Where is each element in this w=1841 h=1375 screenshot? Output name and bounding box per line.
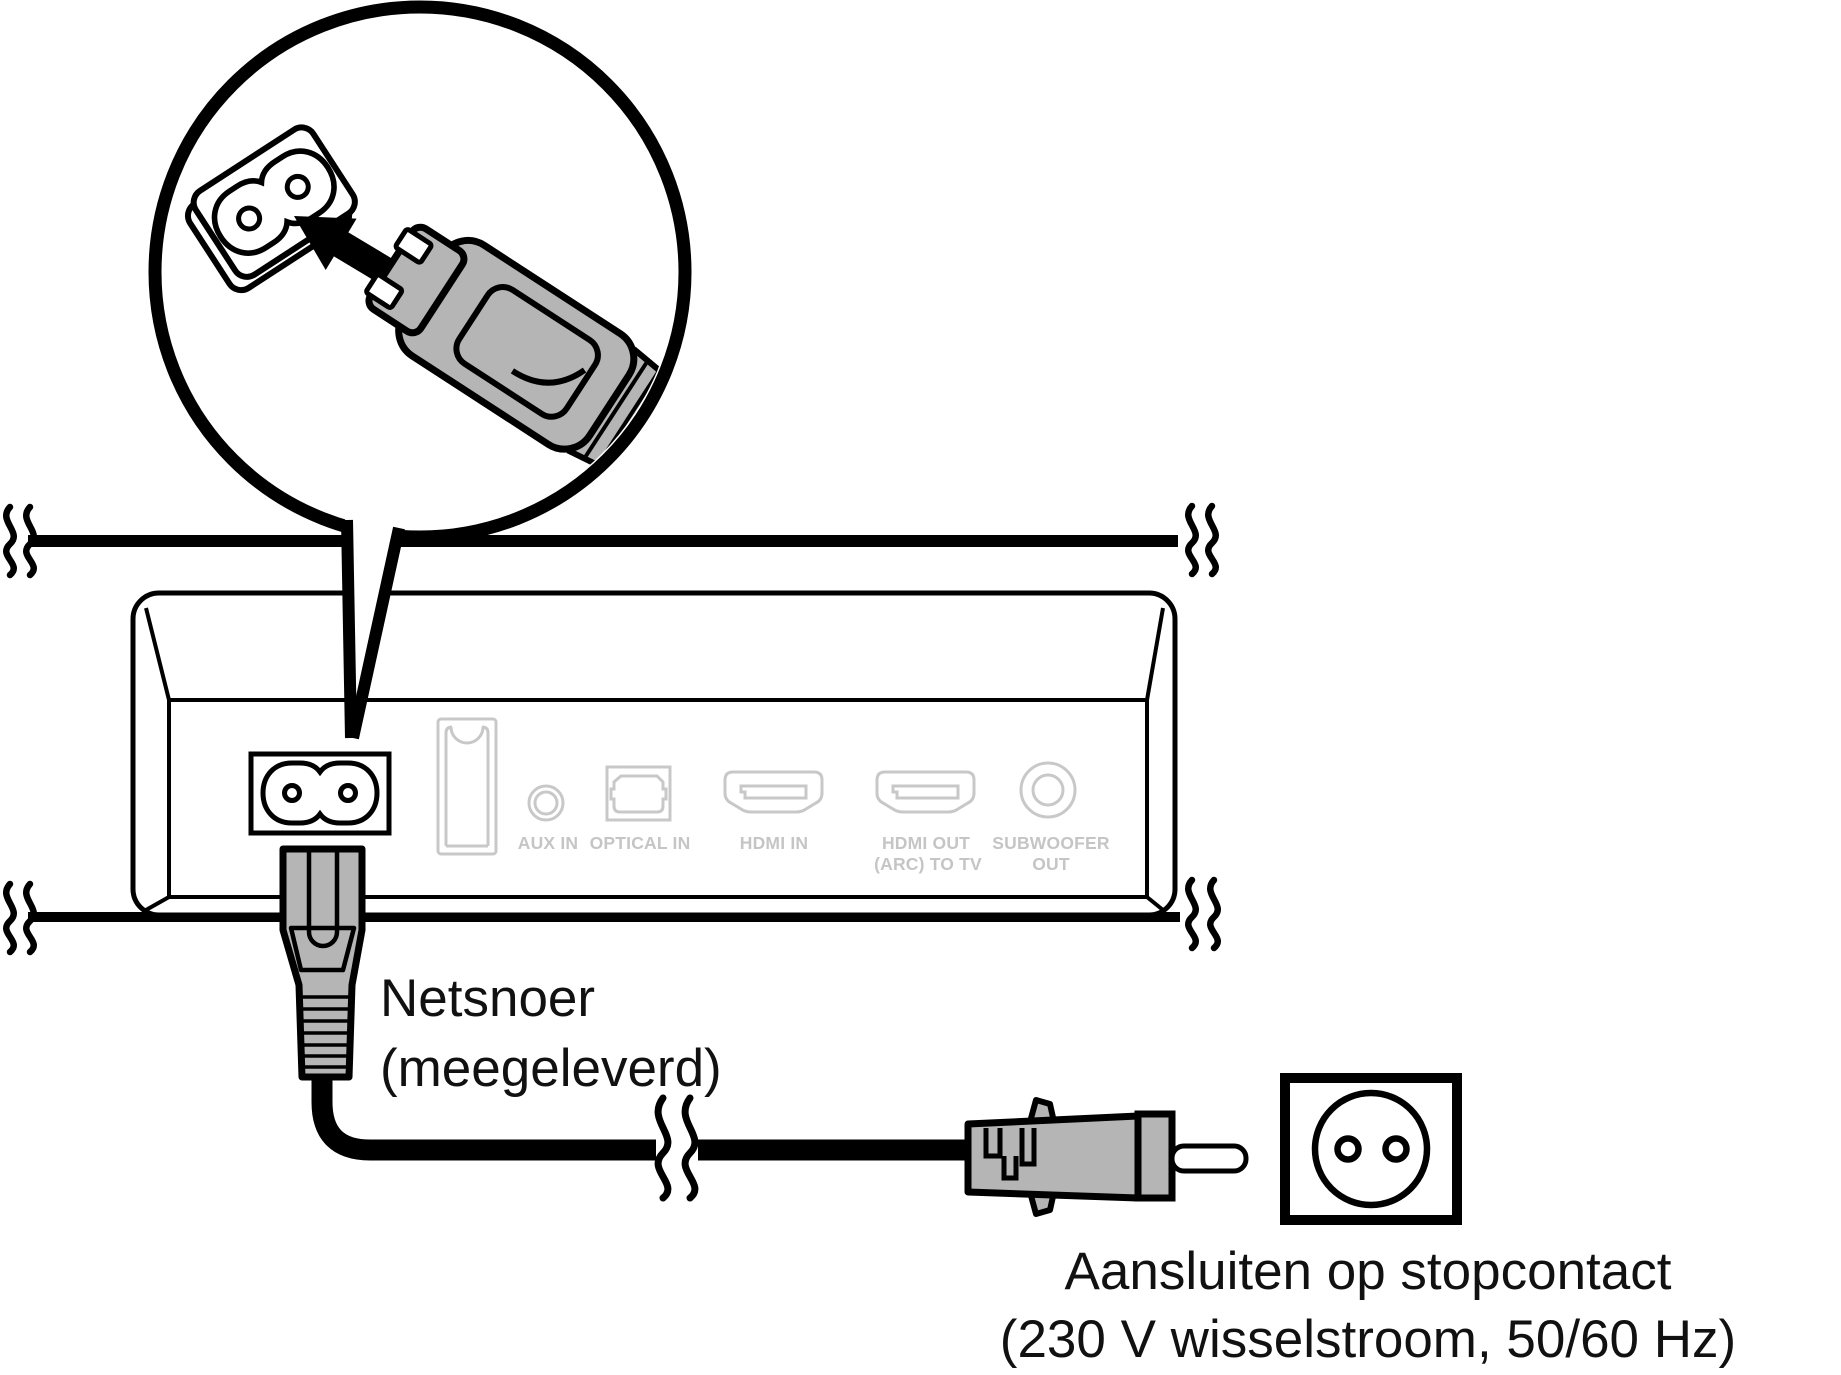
magnified-ac-inlet-icon [184, 124, 358, 294]
plug-strain-relief-ribs [300, 995, 352, 1069]
cord-label-line2: (meegeleverd) [380, 1039, 722, 1098]
subwoofer-out-jack-icon [1019, 761, 1077, 819]
rear-panel: AUX IN OPTICAL IN HDMI IN HDMI OUT (ARC)… [130, 590, 1178, 918]
power-cord [311, 1070, 966, 1198]
device-plug [279, 845, 366, 1081]
hdmi-in-label: HDMI IN [740, 833, 808, 853]
mount-slot-icon [436, 717, 498, 856]
outlet-caption-line2: (230 V wisselstroom, 50/60 Hz) [1000, 1310, 1736, 1369]
outlet-caption-line1: Aansluiten op stopcontact [1065, 1242, 1672, 1301]
insert-arrow-icon [294, 216, 406, 291]
subwoofer-label-2: OUT [1032, 854, 1070, 874]
callout [148, 0, 692, 741]
plug-pin [1169, 1143, 1249, 1174]
ac-inlet-icon [248, 751, 392, 836]
cord-break-mark [658, 1098, 695, 1198]
hdmi-out-label-2: (ARC) TO TV [874, 854, 982, 874]
hdmi-in-port-icon [723, 770, 824, 814]
hdmi-out-label: HDMI OUT [882, 833, 970, 853]
aux-in-label: AUX IN [518, 833, 579, 853]
hdmi-out-port-icon [875, 770, 976, 814]
aux-in-jack-icon [527, 784, 565, 822]
wall-outlet-icon [1280, 1073, 1462, 1225]
wall-plug-detail [983, 1128, 1037, 1181]
subwoofer-label: SUBWOOFER [992, 833, 1110, 853]
optical-in-port-icon [605, 765, 672, 822]
port-row [436, 717, 1077, 856]
wall-plug [964, 1097, 1249, 1217]
port-labels: AUX IN OPTICAL IN HDMI IN HDMI OUT (ARC)… [518, 833, 1110, 874]
panel-bevel-seams [144, 607, 1165, 912]
optical-in-label: OPTICAL IN [590, 833, 691, 853]
cord-label-line1: Netsnoer [380, 969, 595, 1028]
